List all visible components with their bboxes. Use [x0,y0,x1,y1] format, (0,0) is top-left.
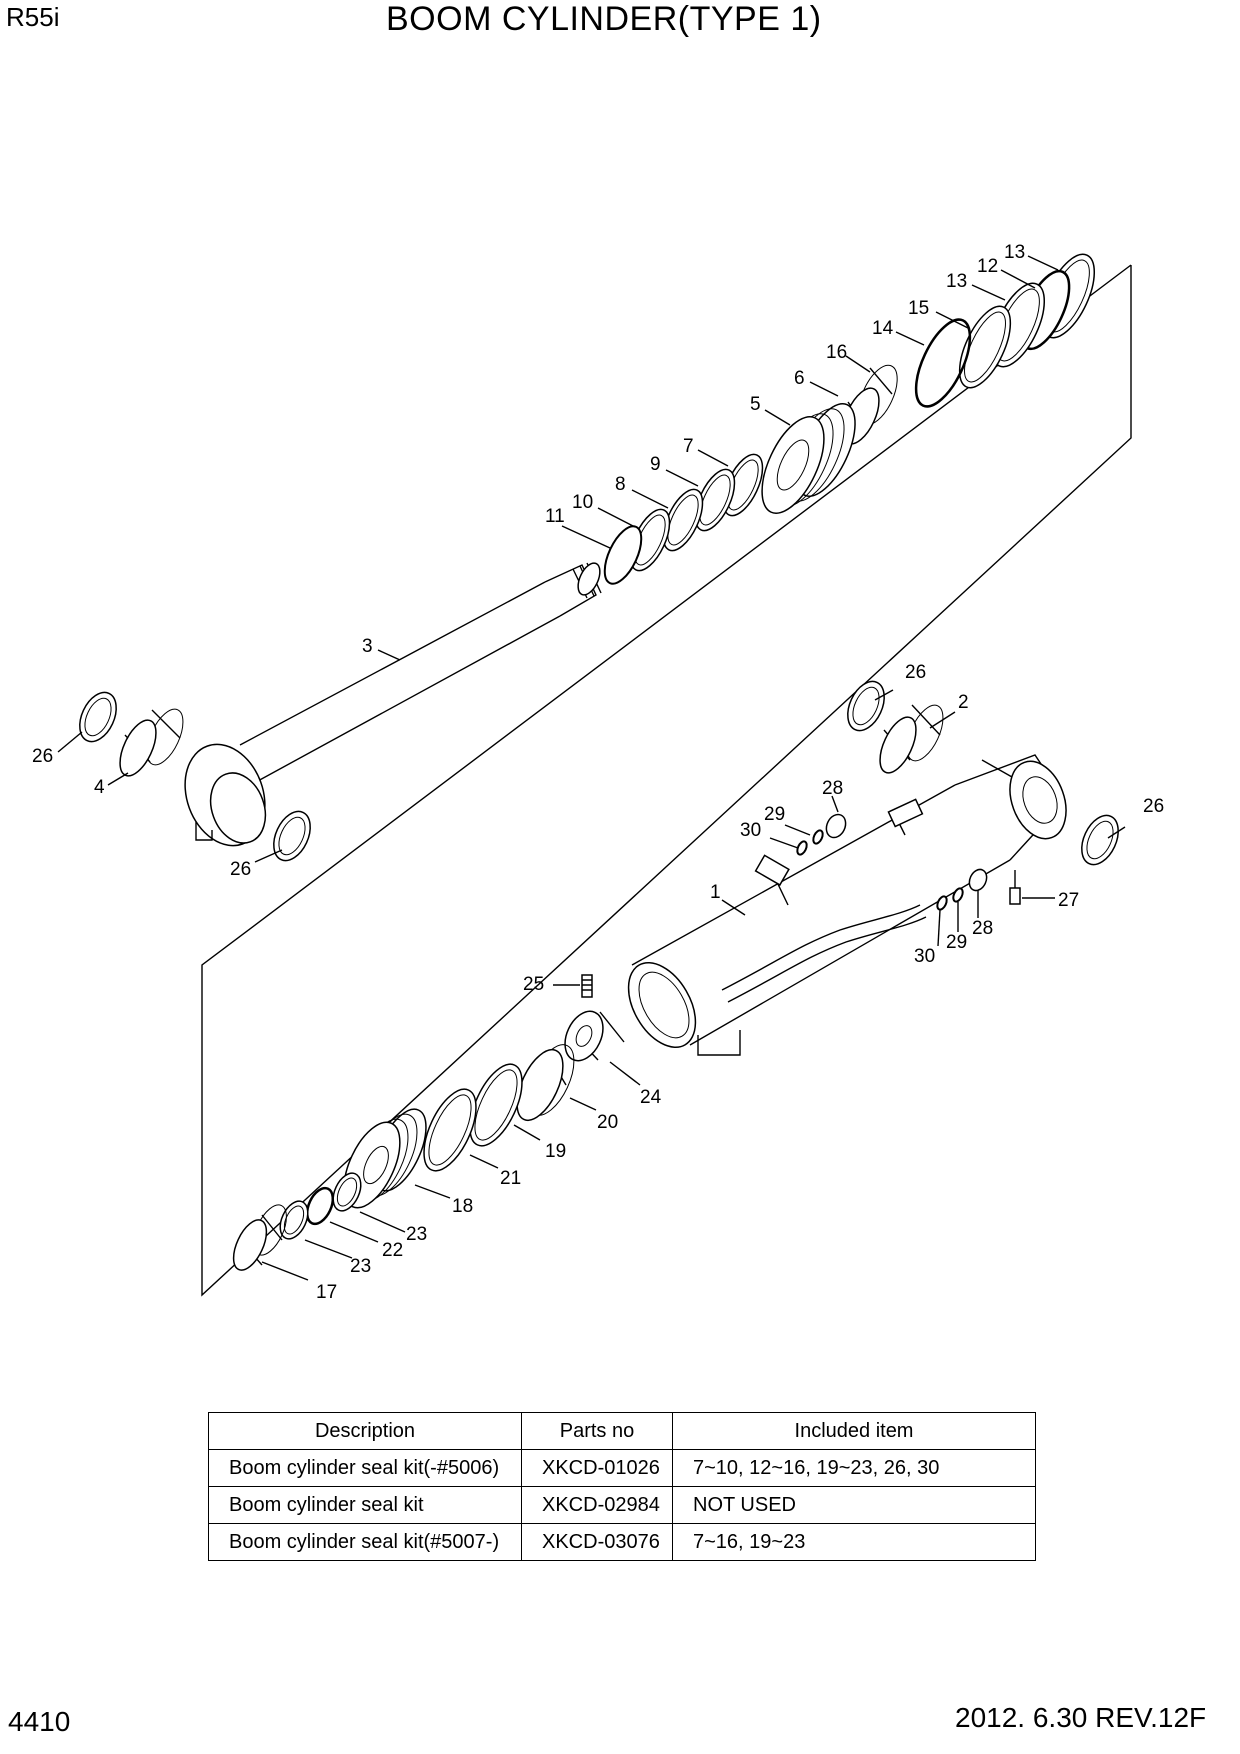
part-30-oring-upper [796,840,808,856]
callout-label: 19 [545,1141,566,1162]
callout-label: 4 [94,777,105,798]
part-11-ring [603,525,643,585]
callout-label: 30 [914,946,935,967]
part-1-cylinder-tube [627,754,1067,1056]
part-4-bushing [119,708,184,777]
callout-label: 30 [740,820,761,841]
callout-label: 14 [872,318,894,339]
part-2-bushing [879,704,944,774]
callout-label: 1 [710,882,721,903]
callout-label: 13 [1004,242,1025,263]
part-5-rod-cover [761,402,856,514]
part-20-ring [516,1044,575,1122]
table-cell: XKCD-02984 [521,1486,673,1524]
table-cell: XKCD-01026 [521,1449,673,1487]
callout-label: 7 [683,436,694,457]
part-26-bushing-seal-left-bottom [273,810,311,862]
part-24-nut [564,1010,625,1062]
part-19-ring [469,1063,523,1147]
table-row: Boom cylinder seal kit XKCD-02984 NOT US… [208,1486,1036,1524]
table-row: Boom cylinder seal kit(#5007-) XKCD-0307… [208,1523,1036,1561]
callout-label: 17 [316,1282,337,1303]
table-cell: NOT USED [672,1486,1036,1524]
callout-label: 23 [406,1224,427,1245]
part-22-ring [305,1186,335,1226]
callout-label: 12 [977,256,998,277]
callout-label: 20 [597,1112,618,1133]
part-26-seal-right-top [847,680,885,732]
part-29-oring-upper [812,829,824,845]
part-30-oring-lower [936,895,948,911]
callout-label: 21 [500,1168,521,1189]
part-21-ring [423,1088,477,1172]
table-cell: XKCD-03076 [521,1523,673,1561]
callout-label: 26 [1143,796,1164,817]
part-25-setscrew [581,974,593,998]
callout-label: 11 [545,506,565,527]
table-row: Boom cylinder seal kit(-#5006) XKCD-0102… [208,1449,1036,1487]
revision-date: 2012. 6.30 REV.12F [955,1702,1207,1733]
callout-label: 26 [230,859,251,880]
page-number: 4410 [8,1706,71,1737]
assembly-plane-frame [201,264,1132,1297]
table-cell: Boom cylinder seal kit(-#5006) [208,1449,522,1487]
part-28-plug-lower [968,868,988,892]
callout-label: 29 [764,804,785,825]
callout-label: 9 [650,454,661,475]
callout-label: 26 [32,746,53,767]
table-cell: 7~16, 19~23 [672,1523,1036,1561]
column-header: Parts no [521,1412,673,1450]
callout-label: 5 [750,394,761,415]
callout-label: 26 [905,662,926,683]
table-header-row: Description Parts no Included item [208,1412,1036,1450]
callout-label: 18 [452,1196,473,1217]
part-27-grease-nipple [1009,870,1021,905]
column-header: Included item [672,1412,1036,1450]
part-28-plug-upper [825,813,847,839]
page-title: BOOM CYLINDER(TYPE 1) [386,0,822,38]
callout-label: 25 [523,974,544,995]
table-cell: Boom cylinder seal kit [208,1486,522,1524]
callout-label: 23 [350,1256,371,1277]
part-26-bushing-seal-left-top [79,691,117,743]
callout-label: 16 [826,342,847,363]
table-cell: Boom cylinder seal kit(#5007-) [208,1523,522,1561]
seal-kit-table: Description Parts no Included item Boom … [208,1412,1036,1561]
table-cell: 7~10, 12~16, 19~23, 26, 30 [672,1449,1036,1487]
part-26-seal-right-bottom [1081,814,1119,866]
part-23-ring-a [332,1172,362,1212]
part-3-piston-rod [184,562,602,847]
part-29-oring-lower [952,887,964,903]
part-8-ring [662,488,704,552]
callout-label: 6 [794,368,805,389]
part-14-ring [914,318,972,408]
callout-label: 29 [946,932,967,953]
callout-leaders [57,255,1126,1281]
callout-label: 15 [908,298,929,319]
model-label: R55i [6,2,60,32]
part-17-bushing [232,1204,287,1271]
column-header: Description [208,1412,522,1450]
callout-label: 10 [572,492,593,513]
callout-label: 27 [1058,890,1079,911]
callout-label: 28 [822,778,843,799]
part-15-ring [958,305,1012,389]
callout-label: 2 [958,692,969,713]
callout-label: 28 [972,918,993,939]
callout-label: 13 [946,271,967,292]
callout-label: 8 [615,474,626,495]
callout-label: 24 [640,1087,662,1108]
callout-label: 22 [382,1240,403,1261]
callout-label: 3 [362,636,373,657]
part-23-ring-b [279,1200,309,1240]
